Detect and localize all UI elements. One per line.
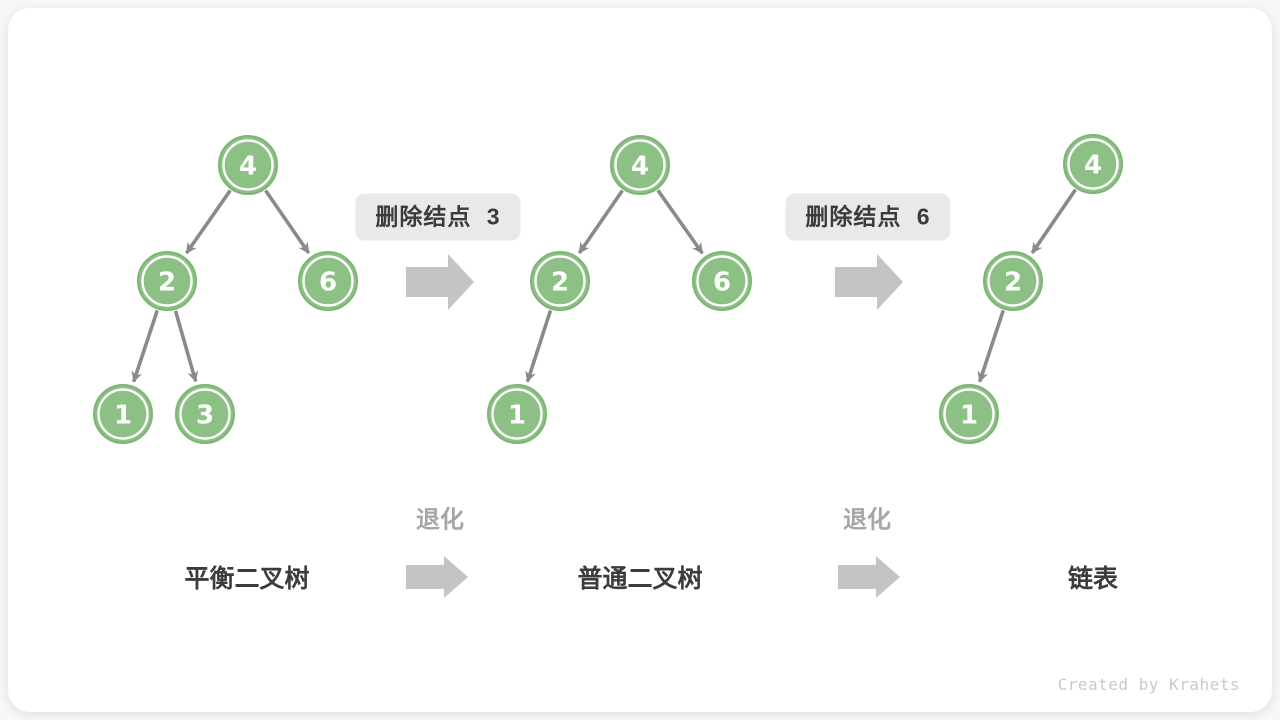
tree-node: 6 [298,251,358,311]
tree-edge [131,309,159,383]
tree-edge [1030,188,1077,254]
tree-node: 1 [93,384,153,444]
node-value: 4 [631,151,649,181]
diagram-card [8,8,1272,712]
node-value: 4 [239,151,257,181]
tree-edge [264,189,311,255]
block-arrow-right [838,556,900,598]
step-label-delete-node-3: 删除结点 3 [355,193,521,241]
tree-node: 6 [692,251,752,311]
node-value: 2 [1004,267,1022,297]
node-value: 1 [960,400,978,430]
tree-node: 4 [218,135,278,195]
block-arrow-right [406,556,468,598]
block-arrow-right [835,254,903,310]
tree-node: 2 [530,251,590,311]
tree-node: 1 [487,384,547,444]
node-value: 1 [508,400,526,430]
tree-node: 2 [137,251,197,311]
tree-node: 4 [610,135,670,195]
caption-ordinary-binary-tree: 普通二叉树 [577,565,703,593]
tree-edge [577,189,624,255]
node-value: 6 [713,267,731,297]
watermark-credit: Created by Krahets [1057,675,1240,694]
tree-edge [525,309,553,383]
tree-node: 3 [175,384,235,444]
tree-edge [184,189,232,255]
block-arrow-right [406,254,474,310]
node-value: 3 [196,400,214,430]
caption-linked-list: 链表 [1067,565,1119,593]
degrade-label: 退化 [416,506,464,534]
node-value: 6 [319,267,337,297]
tree-edge [173,310,199,383]
step-label-delete-node-6: 删除结点 6 [785,193,951,241]
node-value: 2 [158,267,176,297]
node-value: 2 [551,267,569,297]
caption-balanced-binary-tree: 平衡二叉树 [184,565,310,593]
node-value: 4 [1084,150,1102,180]
tree-node: 2 [983,251,1043,311]
tree-edge [656,189,704,255]
tree-node: 1 [939,384,999,444]
degrade-label: 退化 [843,506,891,534]
tree-node: 4 [1063,134,1123,194]
node-value: 1 [114,400,132,430]
tree-edge [977,309,1005,383]
